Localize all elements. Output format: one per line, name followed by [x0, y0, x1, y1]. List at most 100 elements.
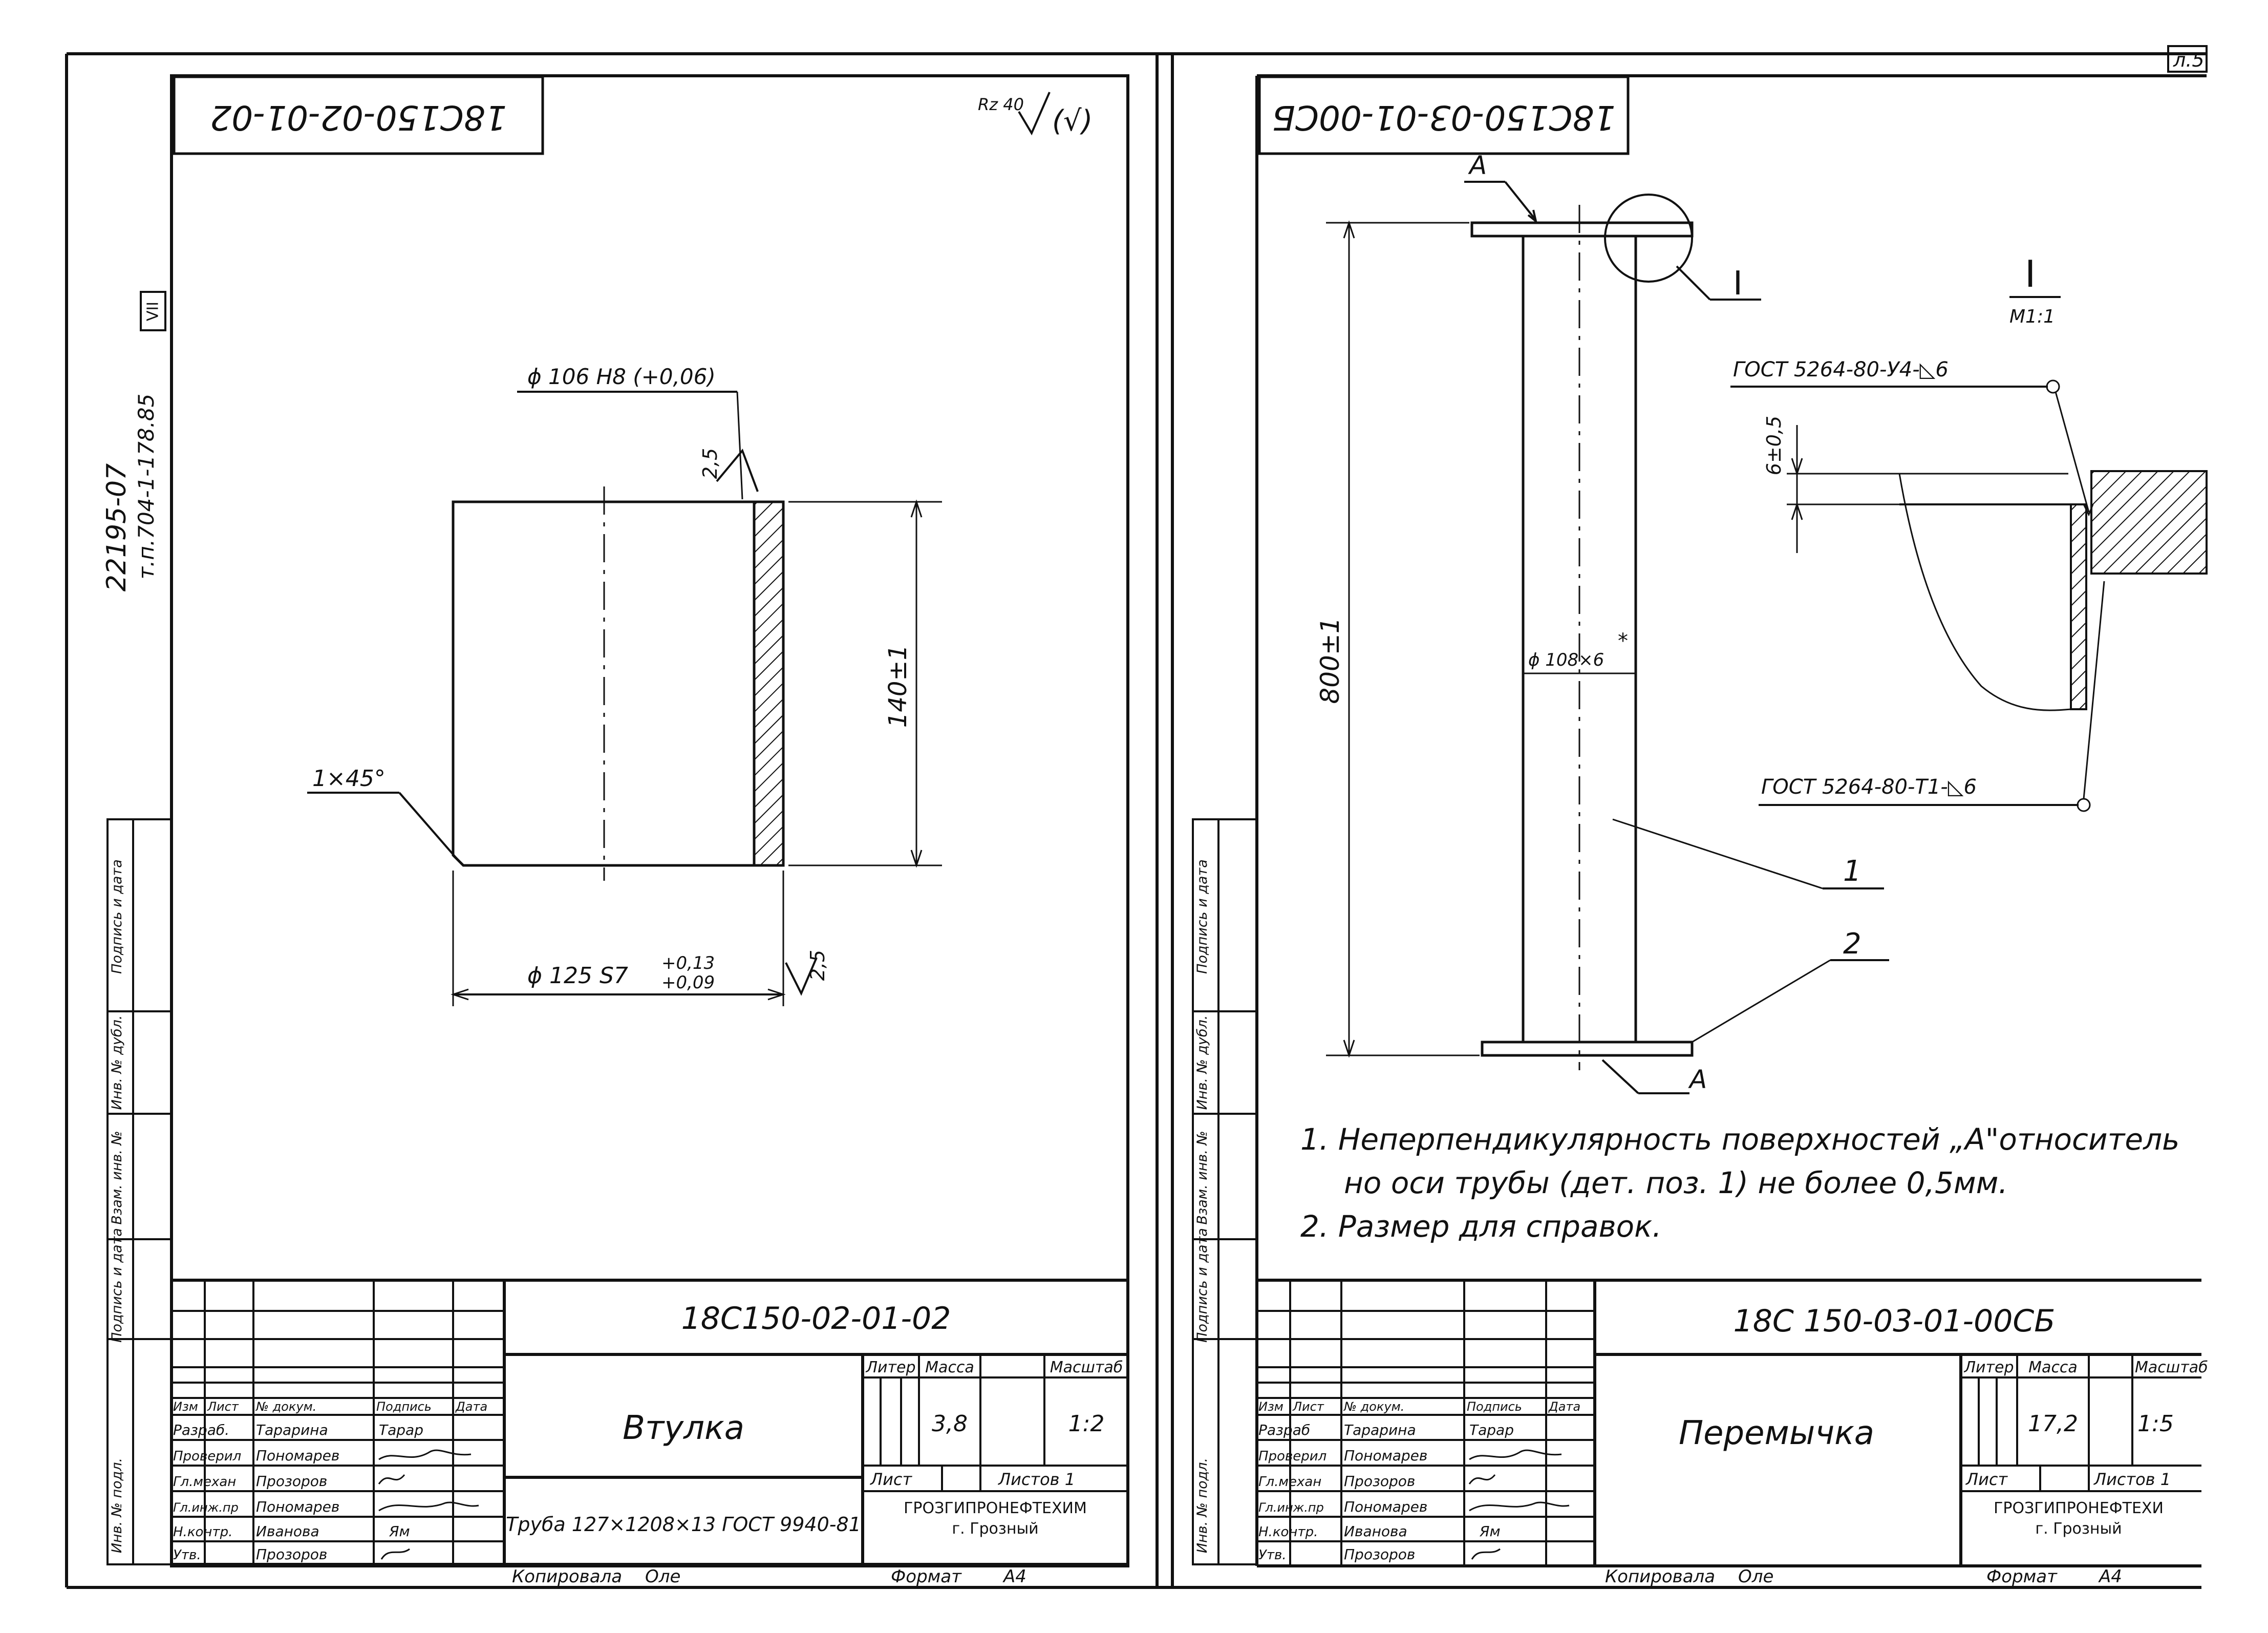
right-title-block — [1257, 1279, 2201, 1564]
left-tb-mass: 3,8 — [932, 1411, 968, 1437]
right-tb-h-liter: Литер — [1963, 1359, 2014, 1376]
detail-break-line — [1898, 473, 2071, 711]
dim-pipe-text: ϕ 108×6 — [1528, 650, 1604, 670]
dim-inner-diameter: ϕ 106 Н8 (+0,06) 2,5 — [517, 364, 759, 500]
left-tb-h-date: Дата — [455, 1399, 487, 1414]
right-tb-h-doc: № докум. — [1343, 1399, 1404, 1414]
dim-outer-diameter: ϕ 125 S7 +0,13 +0,09 2,5 — [451, 871, 829, 1006]
dim-gap-text: 6±0,5 — [1763, 416, 1785, 475]
right-copied-sig: Оле — [1738, 1566, 1773, 1587]
right-margin-field-1: Инв. № подл. — [1194, 1458, 1210, 1553]
left-format-label: Формат — [891, 1566, 962, 1587]
right-rotated-code: 18С150-03-01-00СБ — [1272, 98, 1616, 137]
note1-line2: но оси трубы (дет. поз. 1) не более 0,5м… — [1344, 1165, 2008, 1200]
side-stamp-line1: 22195-07 — [101, 463, 132, 591]
left-tb-role-3: Гл.инж.пр — [173, 1500, 239, 1515]
side-stamp-line2: т.п.704-1-178.85 — [134, 394, 159, 580]
right-tb-h-mass: Масса — [2028, 1359, 2078, 1376]
view-callout: I — [1676, 265, 1761, 303]
jumper-assembly — [1470, 194, 1694, 1070]
weld-bottom-text: ГОСТ 5264-80-Т1-◺6 — [1761, 775, 1977, 799]
right-tb-h-izm: Изм — [1258, 1399, 1283, 1414]
right-signature-scribbles — [1468, 1449, 1570, 1560]
left-margin-field-2: Подпись и дата — [109, 1228, 125, 1343]
bushing-section — [452, 486, 785, 881]
left-tb-role-0: Разраб. — [173, 1422, 229, 1438]
left-tb-sig-0: Тарар — [379, 1422, 423, 1438]
dim-chamfer: 1×45° — [307, 766, 459, 861]
left-title-block — [172, 1279, 1128, 1566]
right-tb-h-sign: Подпись — [1467, 1399, 1522, 1414]
right-margin-field-3: Взам. инв. № — [1194, 1131, 1210, 1224]
left-tb-material: Труба 127×1208×13 ГОСТ 9940-81 — [506, 1513, 861, 1536]
left-tb-sig-4: Ям — [389, 1523, 410, 1540]
weld-top-text: ГОСТ 5264-80-У4-◺6 — [1733, 358, 1949, 381]
right-tb-sig-4: Ям — [1479, 1523, 1501, 1540]
position-leaders: 1 2 — [1612, 818, 1889, 1043]
right-tb-person-0: Тарарина — [1344, 1422, 1416, 1438]
right-tb-sig-0: Тарар — [1469, 1422, 1514, 1438]
left-tb-role-4: Н.контр. — [173, 1524, 232, 1540]
left-tb-h-sign: Подпись — [376, 1399, 432, 1414]
dim-outer-rough: 2,5 — [806, 950, 829, 981]
bushing-wall-hatch — [753, 500, 785, 867]
right-tb-role-0: Разраб — [1258, 1422, 1310, 1438]
left-sheet: 18С150-02-01-02 Rz 40 (√) 22195-07 т.п.7… — [101, 74, 1129, 1587]
left-tb-scale: 1:2 — [1068, 1411, 1105, 1437]
detail-view: I М1:1 ГОСТ 5264-80-У4-◺6 ГОСТ 5264-80-Т… — [1730, 252, 2208, 812]
dim-pipe: ϕ 108×6 * — [1523, 629, 1636, 674]
left-tb-h-doc: № докум. — [255, 1399, 316, 1414]
dim-height: 140±1 — [788, 499, 942, 868]
left-tb-person-0: Тарарина — [256, 1422, 328, 1438]
left-tb-org1: ГРОЗГИПРОНЕФТЕХИМ — [904, 1499, 1087, 1517]
pos-2: 2 — [1843, 927, 1862, 961]
right-tb-h-sheet: Лист — [1965, 1470, 2008, 1489]
left-tb-h-liter: Литер — [865, 1359, 915, 1376]
right-copied-by: Копировала — [1605, 1566, 1715, 1587]
detail-pipe-wall — [2070, 503, 2087, 710]
dim-length: 800±1 — [1315, 220, 1480, 1058]
roughness-check-icon — [1018, 92, 1051, 136]
right-tb-person-2: Прозоров — [1344, 1473, 1415, 1490]
left-margin-field-4: Инв. № дубл. — [109, 1015, 125, 1110]
left-tb-person-1: Пономарев — [256, 1447, 339, 1464]
right-margin-field-2: Подпись и дата — [1194, 1228, 1210, 1343]
left-tb-sheets: Листов 1 — [998, 1470, 1075, 1489]
left-rotated-code-box: 18С150-02-01-02 — [173, 75, 544, 155]
top-flange — [1470, 221, 1694, 238]
right-tb-person-4: Иванова — [1344, 1523, 1407, 1540]
dim-outer-main: ϕ 125 S7 — [527, 963, 628, 989]
left-format-value: А4 — [1002, 1566, 1026, 1587]
dim-length-text: 800±1 — [1315, 617, 1345, 704]
left-margin-field-3: Взам. инв. № — [109, 1131, 125, 1224]
page-mark-box: л.5 — [2167, 45, 2208, 73]
right-tb-person-1: Пономарев — [1344, 1447, 1427, 1464]
right-tb-code: 18С 150-03-01-00СБ — [1734, 1303, 2056, 1339]
side-stamp: 22195-07 т.п.704-1-178.85 VII — [101, 291, 166, 591]
right-margin-field-5: Подпись и дата — [1194, 859, 1210, 974]
left-copied-sig: Оле — [645, 1566, 680, 1587]
outer-frame — [65, 52, 2207, 1589]
view-callout-label: I — [1733, 265, 1743, 303]
right-margin-field-4: Инв. № дубл. — [1194, 1015, 1210, 1110]
left-tb-code: 18С150-02-01-02 — [681, 1301, 951, 1337]
right-format-value: А4 — [2098, 1566, 2122, 1587]
left-margin-field-1: Инв. № подл. — [109, 1458, 125, 1553]
left-rotated-code: 18С150-02-01-02 — [210, 98, 506, 137]
page-mark: л.5 — [2173, 49, 2205, 71]
left-tb-person-4: Иванова — [256, 1523, 319, 1540]
dim-inner-text: ϕ 106 Н8 (+0,06) — [527, 364, 716, 389]
note2: 2. Размер для справок. — [1300, 1209, 1662, 1244]
left-tb-h-scale: Масштаб — [1050, 1359, 1123, 1376]
right-tb-h-list: Лист — [1292, 1399, 1324, 1414]
right-tb-person-3: Пономарев — [1344, 1498, 1427, 1515]
left-roughness-mark: Rz 40 (√) — [978, 92, 1093, 138]
right-tb-org2: г. Грозный — [2035, 1520, 2122, 1538]
right-tb-role-3: Гл.инж.пр — [1258, 1500, 1324, 1515]
roughness-value: Rz 40 — [978, 95, 1024, 114]
detail-title: I — [2025, 252, 2036, 295]
left-tb-h-mass: Масса — [925, 1359, 974, 1376]
right-tb-name: Перемычка — [1679, 1414, 1874, 1452]
